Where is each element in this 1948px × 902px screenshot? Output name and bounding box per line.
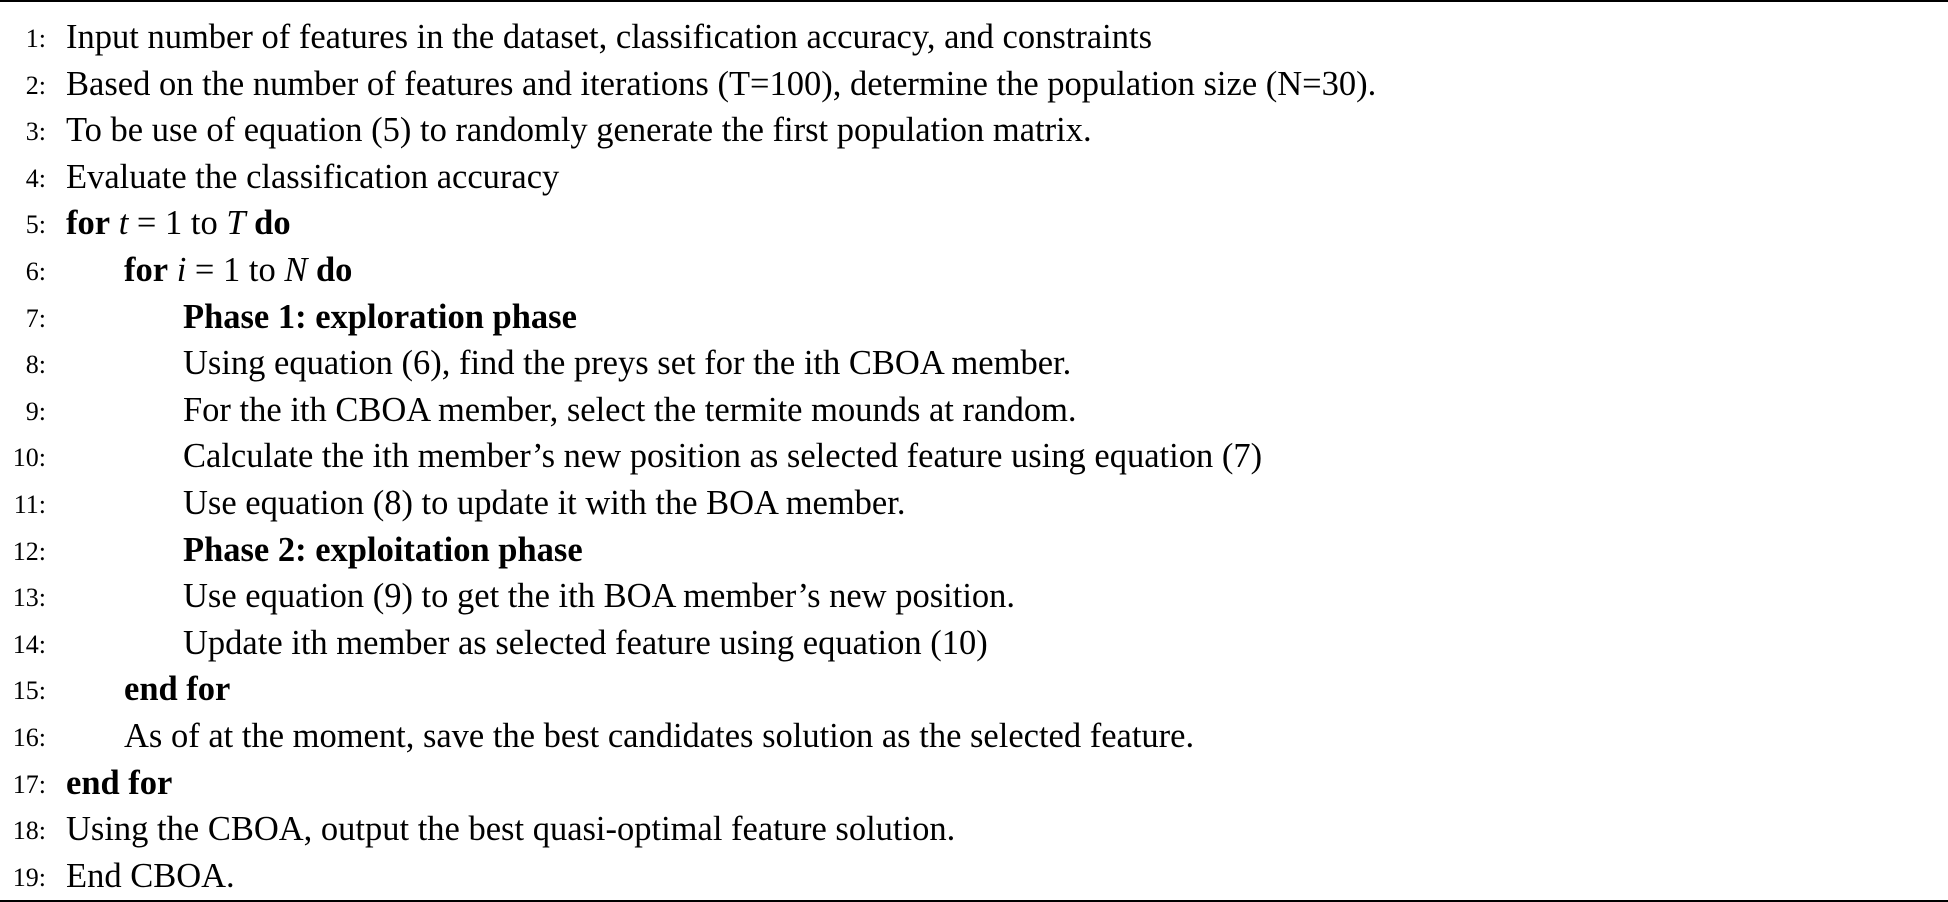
line-number: 1: (25, 24, 46, 53)
line-text: To be use of equation (5) to randomly ge… (66, 111, 1092, 150)
line-number: 16: (12, 723, 46, 752)
keyword-for: for (66, 204, 111, 243)
algorithm-line-5: 5: for t = 1 to T do (0, 200, 1948, 247)
line-text: Based on the number of features and iter… (66, 64, 1377, 103)
line-number: 6: (25, 257, 46, 286)
loop-bound: N (284, 251, 308, 289)
line-number: 19: (12, 862, 46, 892)
line-text: Input number of features in the dataset,… (66, 18, 1153, 56)
keyword-end-for: end for (66, 763, 173, 802)
algorithm-line-4: 4: Evaluate the classification accuracy (0, 154, 1948, 201)
line-text: Update ith member as selected feature us… (183, 623, 988, 662)
line-number: 17: (12, 769, 46, 799)
line-text: Using the CBOA, output the best quasi-op… (66, 810, 956, 849)
algorithm-line-3: 3: To be use of equation (5) to randomly… (0, 107, 1948, 154)
algorithm-line-18: 18: Using the CBOA, output the best quas… (0, 806, 1948, 853)
line-number: 13: (12, 583, 46, 613)
keyword-for: for (124, 251, 169, 289)
line-text: End CBOA. (66, 856, 235, 895)
algorithm-line-14: 14: Update ith member as selected featur… (0, 620, 1948, 667)
algorithm-line-7: 7: Phase 1: exploration phase (0, 294, 1948, 341)
line-text: Calculate the ith member’s new position … (183, 437, 1263, 476)
line-text: For the ith CBOA member, select the term… (183, 390, 1077, 429)
line-number: 7: (25, 303, 46, 333)
keyword-do: do (315, 251, 353, 289)
loop-bound: T (226, 204, 246, 243)
algorithm-line-2: 2: Based on the number of features and i… (0, 61, 1948, 108)
line-number: 8: (25, 350, 46, 380)
line-number: 9: (25, 396, 46, 426)
algorithm-line-1: 1: Input number of features in the datas… (0, 14, 1948, 61)
keyword-end-for: end for (124, 670, 231, 709)
for-loop-header: for i = 1 to N do (124, 251, 353, 289)
keyword-do: do (254, 204, 291, 243)
for-loop-header: for t = 1 to T do (66, 204, 291, 243)
algorithm-line-15: 15: end for (0, 666, 1948, 713)
line-text: As of at the moment, save the best candi… (124, 717, 1195, 755)
line-number: 15: (12, 676, 46, 706)
line-number: 12: (12, 536, 46, 566)
line-text: Using equation (6), find the preys set f… (183, 344, 1072, 383)
algorithm-line-9: 9: For the ith CBOA member, select the t… (0, 387, 1948, 434)
algorithm-line-17: 17: end for (0, 760, 1948, 807)
algorithm-line-12: 12: Phase 2: exploitation phase (0, 527, 1948, 574)
line-number: 5: (25, 210, 46, 240)
algorithm-line-11: 11: Use equation (8) to update it with t… (0, 480, 1948, 527)
algorithm-line-16: 16: As of at the moment, save the best c… (0, 713, 1948, 760)
line-number: 11: (13, 490, 46, 519)
phase-heading: Phase 1: exploration phase (183, 297, 577, 336)
loop-range: = 1 to (128, 204, 227, 243)
line-number: 4: (25, 163, 46, 193)
line-number: 2: (25, 70, 46, 100)
algorithm-line-8: 8: Using equation (6), find the preys se… (0, 340, 1948, 387)
algorithm-line-19: 19: End CBOA. (0, 853, 1948, 900)
algorithm-line-13: 13: Use equation (9) to get the ith BOA … (0, 573, 1948, 620)
line-number: 18: (12, 816, 46, 846)
algorithm-line-6: 6: for i = 1 to N do (0, 247, 1948, 294)
phase-heading: Phase 2: exploitation phase (183, 530, 583, 569)
line-text: Evaluate the classification accuracy (66, 157, 560, 196)
line-number: 14: (12, 629, 46, 659)
line-number: 10: (12, 443, 46, 473)
line-text: Use equation (8) to update it with the B… (183, 484, 906, 522)
line-text: Use equation (9) to get the ith BOA memb… (183, 577, 1016, 616)
algorithm-line-10: 10: Calculate the ith member’s new posit… (0, 433, 1948, 480)
loop-variable: i (176, 251, 187, 289)
loop-variable: t (118, 204, 129, 243)
line-number: 3: (25, 117, 46, 147)
loop-range: = 1 to (186, 251, 285, 289)
